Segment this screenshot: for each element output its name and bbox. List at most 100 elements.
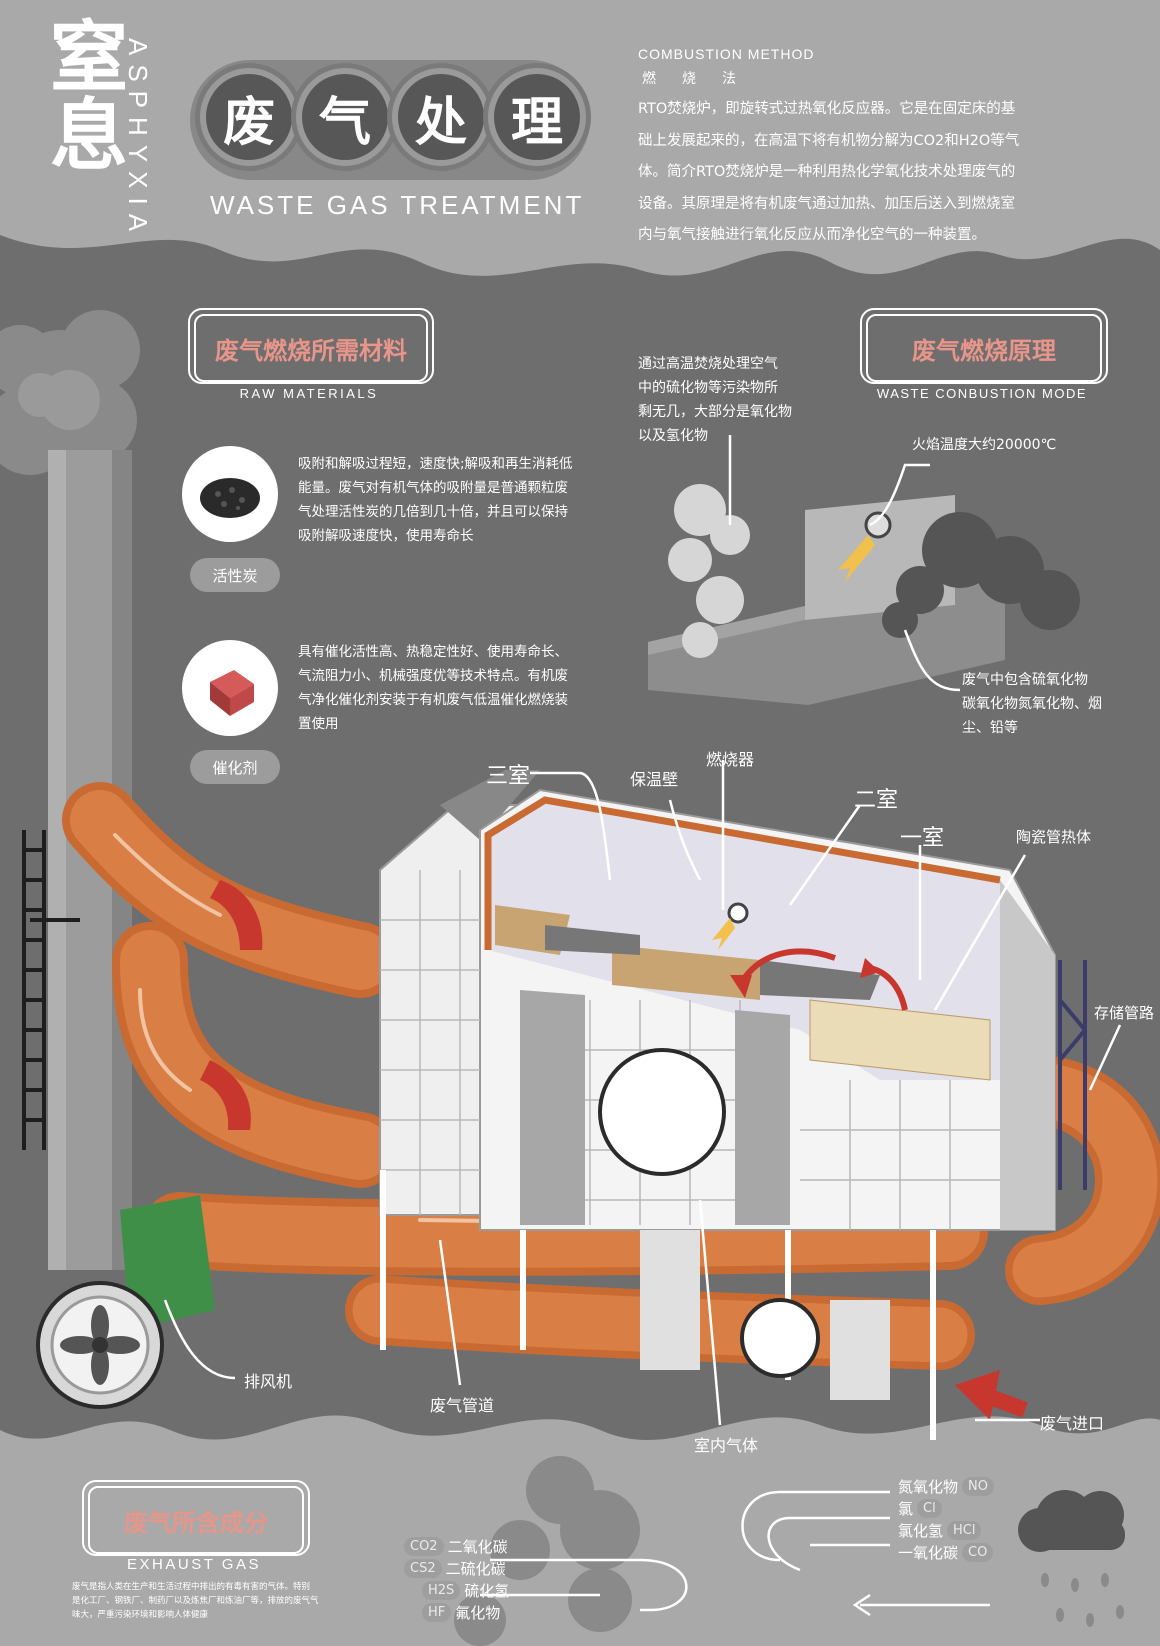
label-indoor: 室内气体 <box>694 1436 759 1455</box>
catalyst-text: 具有催化活性高、热稳定性好、使用寿命长、 气流阻力小、机械强度优等技术特点。有机… <box>298 640 608 736</box>
text-line: 以及氢化物 <box>638 428 708 444</box>
exhaust-subtitle: EXHAUST GAS <box>127 1556 261 1573</box>
subtitle-en: WASTE GAS TREATMENT <box>210 190 585 220</box>
gas-formula: NO <box>962 1477 994 1496</box>
gas-name: 二硫化碳 <box>445 1560 506 1578</box>
intro-line: 设备。其原理是将有机废气通过加热、加压后送入到燃烧室 <box>638 195 1015 212</box>
inlet-arrow <box>955 1370 1028 1420</box>
text-line: 剩无几，大部分是氧化物 <box>638 404 792 420</box>
intro-line: 体。简介RTO焚烧炉是一种利用热化学氧化技术处理废气的 <box>638 164 1016 180</box>
rain-cloud-icon <box>1018 1490 1125 1627</box>
gas-name: 氮氧化物 <box>898 1478 959 1496</box>
text-line: 气处理活性炭的几倍到几十倍，并且可以保持 <box>298 504 568 520</box>
activated-carbon-icon <box>200 478 260 518</box>
principle-title-box: 废气燃烧原理 <box>860 308 1108 384</box>
gas-name: 硫化氢 <box>464 1582 510 1600</box>
exhaust-title-box: 废气所含成分 <box>82 1480 310 1556</box>
gas-name: 二氧化碳 <box>447 1538 508 1556</box>
text-line: 碳氧化物氮氧化物、烟 <box>962 696 1102 712</box>
fan-icon <box>36 1281 164 1409</box>
leader-lines <box>163 435 1122 1617</box>
fan-housing <box>120 1195 215 1330</box>
label-insulation: 保温壁 <box>630 770 679 789</box>
intro-paragraph: RTO焚烧炉，即旋转式过热氧化反应器。它是在固定床的基 础上发展起来的，在高温下… <box>638 94 1108 252</box>
label-ceramic: 陶瓷管热体 <box>1016 828 1092 846</box>
catalyst-icon <box>210 670 254 716</box>
gas-name: 氯 <box>898 1500 914 1518</box>
flame-temp-label: 火焰温度大约20000℃ <box>912 437 1057 453</box>
principle-illustration <box>648 484 1080 705</box>
text-line: 气净化催化剂安装于有机废气低温催化燃烧装 <box>298 692 568 708</box>
catalyst-image <box>182 640 278 736</box>
gas-name: 氯化氢 <box>898 1522 944 1540</box>
label-room3: 三室 <box>486 764 531 789</box>
gas-formula: CS2 <box>404 1559 442 1578</box>
principle-subtitle: WASTE CONBUSTION MODE <box>876 386 1088 401</box>
activated-carbon-image <box>182 446 278 542</box>
principle-title: 废气燃烧原理 <box>866 314 1102 382</box>
text-line: 中的硫化物等污染物所 <box>638 380 778 396</box>
text-line: 尘、铅等 <box>962 720 1018 736</box>
text-line: 废气中包含硫氧化物 <box>962 672 1088 688</box>
raw-materials-title: 废气燃烧所需材料 <box>194 314 428 382</box>
activated-carbon-label: 活性炭 <box>190 558 280 592</box>
exhaust-title: 废气所含成分 <box>88 1486 304 1554</box>
gas-name: 氟化物 <box>455 1604 501 1622</box>
label-duct: 废气管道 <box>430 1396 495 1415</box>
intro-line: 内与氧气接触进行氧化反应从而净化空气的一种装置。 <box>638 227 986 243</box>
intro-line: 础上发展起来的，在高温下将有机物分解为CO2和H2O等气 <box>638 132 1020 149</box>
intro-line: RTO焚烧炉，即旋转式过热氧化反应器。它是在固定床的基 <box>638 101 1016 117</box>
intro-heading-cn: 燃烧法 <box>642 71 762 87</box>
principle-note-top: 通过高温焚烧处理空气 中的硫化物等污染物所 剩无几，大部分是氧化物 以及氢化物 <box>638 352 818 448</box>
title-en-vertical: ASPHYXIA <box>123 38 153 241</box>
exhaust-text: 废气是指人类在生产和生活过程中排出的有毒有害的气体。特别 是化工厂、钢铁厂、制药… <box>72 1580 382 1622</box>
gas-formula: H2S <box>422 1581 461 1600</box>
label-storage: 存储管路 <box>1094 1004 1155 1022</box>
title-char-2: 气 <box>296 68 394 166</box>
text-line: 具有催化活性高、热稳定性好、使用寿命长、 <box>298 644 568 660</box>
gas-formula: HCl <box>947 1521 982 1540</box>
label-room2: 二室 <box>854 788 899 813</box>
text-line: 吸附解吸速度快，使用寿命长 <box>298 528 474 544</box>
page-title: 窒息 <box>37 16 127 172</box>
gas-formula: CO2 <box>404 1537 444 1556</box>
gas-formula: CO <box>962 1543 994 1562</box>
gas-formula: Cl <box>917 1499 942 1518</box>
text-line: 能量。废气对有机气体的吸附量是普通颗粒废 <box>298 480 568 496</box>
text-line: 置使用 <box>298 716 339 732</box>
label-inlet: 废气进口 <box>1040 1414 1105 1433</box>
title-char-4: 理 <box>488 68 586 166</box>
gas-name: 一氧化碳 <box>898 1544 959 1562</box>
raw-materials-title-box: 废气燃烧所需材料 <box>188 308 434 384</box>
bottom-smoke <box>454 1456 640 1646</box>
text-line: 废气是指人类在生产和生活过程中排出的有毒有害的气体。特别 <box>72 1582 311 1592</box>
text-line: 是化工厂、钢铁厂、制药厂以及炼焦厂和炼油厂等，排放的废气气 <box>72 1596 319 1606</box>
label-fan: 排风机 <box>244 1372 293 1391</box>
text-line: 气流阻力小、机械强度优等技术特点。有机废 <box>298 668 568 684</box>
activated-carbon-text: 吸附和解吸过程短，速度快;解吸和再生消耗低 能量。废气对有机气体的吸附量是普通颗… <box>298 452 598 548</box>
gas-formula: HF <box>422 1603 452 1622</box>
label-burner: 燃烧器 <box>706 750 755 769</box>
text-line: 通过高温焚烧处理空气 <box>638 356 778 372</box>
principle-note-bottom: 废气中包含硫氧化物 碳氧化物氮氧化物、烟 尘、铅等 <box>962 668 1132 740</box>
text-line: 味大，严重污染环境和影响人体健康 <box>72 1610 209 1620</box>
rto-furnace <box>379 770 1087 1440</box>
title-char-3: 处 <box>392 68 490 166</box>
label-room1: 一室 <box>900 826 945 851</box>
catalyst-label: 催化剂 <box>190 750 280 784</box>
text-line: 吸附和解吸过程短，速度快;解吸和再生消耗低 <box>298 456 573 472</box>
intro-heading-en: COMBUSTION METHOD <box>638 46 815 62</box>
title-char-1: 废 <box>200 68 298 166</box>
raw-materials-subtitle: RAW MATERIALS <box>239 386 379 401</box>
chimney-ladder <box>22 830 80 1150</box>
